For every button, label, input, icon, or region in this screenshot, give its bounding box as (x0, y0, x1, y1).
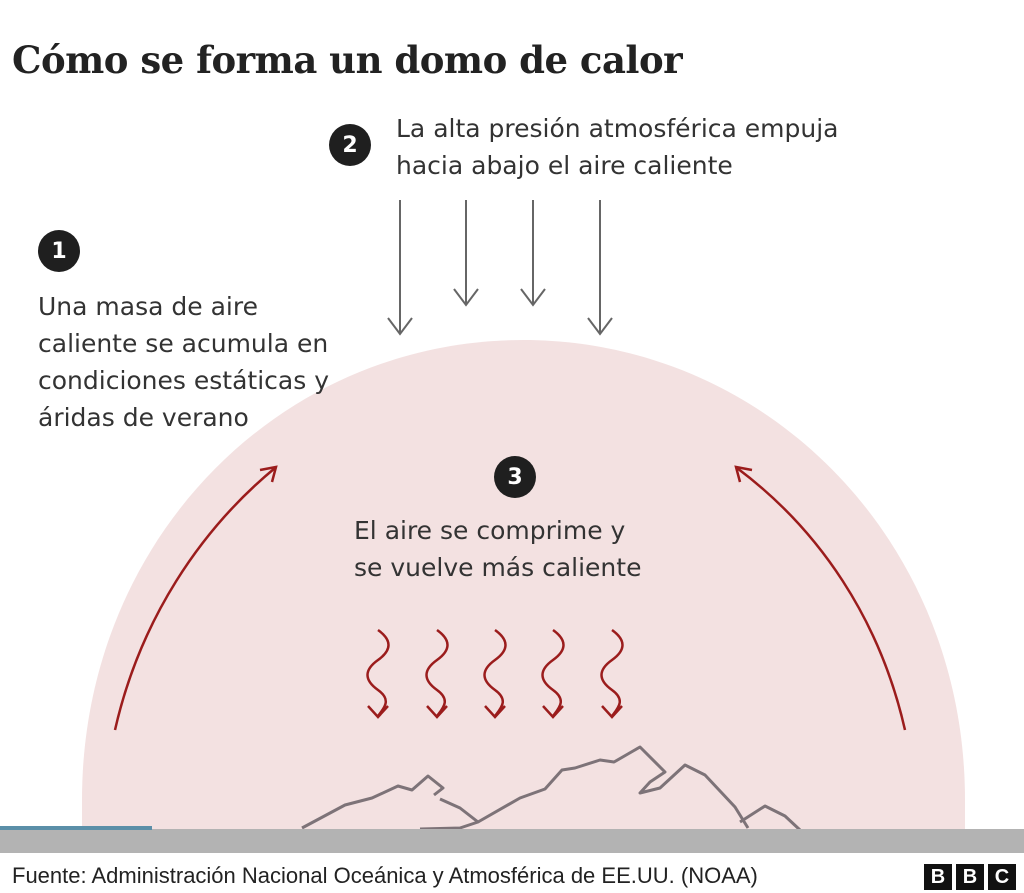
page-title: Cómo se forma un domo de calor (12, 38, 683, 82)
wave-arrow (425, 628, 449, 719)
wave-arrow (366, 628, 390, 719)
step-1-badge: 1 (38, 230, 80, 272)
pressure-arrow (587, 200, 613, 336)
logo-letter: C (988, 864, 1016, 890)
text-line: hacia abajo el aire caliente (396, 151, 733, 180)
source-caption: Fuente: Administración Nacional Oceánica… (12, 863, 758, 888)
pressure-arrow (387, 200, 413, 336)
step-3-badge: 3 (494, 456, 536, 498)
text-line: áridas de verano (38, 403, 249, 432)
text-line: condiciones estáticas y (38, 366, 329, 395)
text-line: se vuelve más caliente (354, 553, 642, 582)
wave-arrow (541, 628, 565, 719)
logo-letter: B (956, 864, 984, 890)
step-2-badge: 2 (329, 124, 371, 166)
text-line: caliente se acumula en (38, 329, 329, 358)
mountains (301, 745, 802, 832)
ground (0, 829, 1024, 853)
heat-dome (82, 340, 965, 830)
logo-letter: B (924, 864, 952, 890)
pressure-arrows (387, 200, 613, 336)
pressure-arrow (453, 200, 479, 307)
step-3-text: El aire se comprime y se vuelve más cali… (354, 512, 641, 586)
rising-arrow-left (113, 465, 278, 731)
step-1-text: Una masa de aire caliente se acumula en … (38, 288, 329, 436)
step-2-text: La alta presión atmosférica empuja hacia… (396, 110, 839, 184)
text-line: El aire se comprime y (354, 516, 626, 545)
wave-arrow (483, 628, 507, 719)
water (0, 826, 152, 830)
wave-arrow (600, 628, 624, 719)
rising-arrow-right (734, 465, 907, 731)
heat-wave-arrows (366, 628, 624, 719)
bbc-logo: B B C (924, 864, 1016, 890)
text-line: Una masa de aire (38, 292, 258, 321)
rising-air-arrows (113, 465, 907, 731)
text-line: La alta presión atmosférica empuja (396, 114, 839, 143)
pressure-arrow (520, 200, 546, 307)
